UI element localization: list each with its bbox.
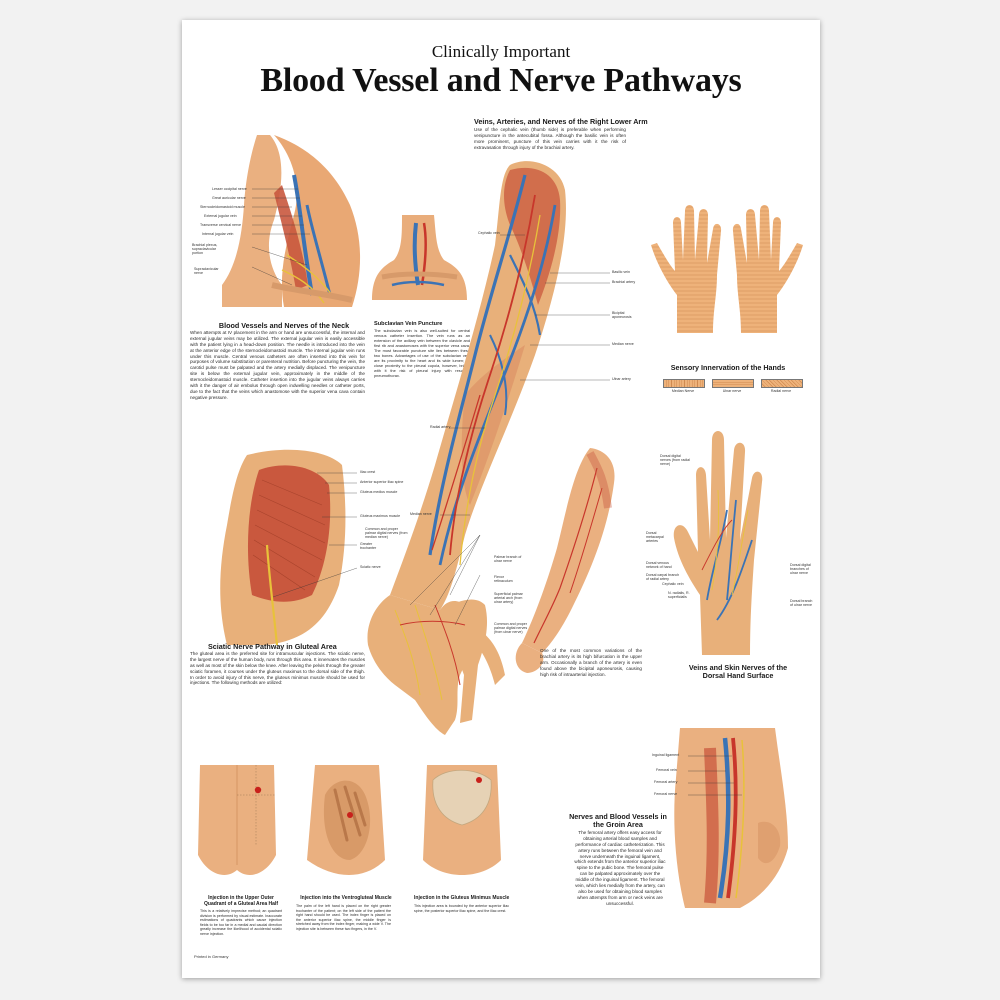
neck-label-5: Transverse cervical nerve <box>200 223 242 227</box>
neck-label-3: Sternocleidomastoid muscle <box>200 205 245 209</box>
dorsal-hand-illustration <box>673 431 763 655</box>
injection-3-text: This injection area is bounded by the an… <box>414 904 509 913</box>
brachial-note-text: One of the most common variations of the… <box>540 648 642 677</box>
subclavian-text: The subclavian vein is also well-suited … <box>374 328 470 378</box>
neck-label-7: Brachial plexus, supraclavicular portion <box>192 243 218 255</box>
dorsal-title: Veins and Skin Nerves of the Dorsal Hand… <box>688 663 788 681</box>
forearm-label-cephalic: Cephalic vein <box>478 231 500 235</box>
groin-text: The femoral artery offers easy access fo… <box>574 830 666 906</box>
gluteal-label-2: Anterior superior iliac spine <box>360 480 404 484</box>
gluteal-label-5: Greater trochanter <box>360 542 377 550</box>
neck-text: When attempts at IV placement in the arm… <box>190 330 365 400</box>
legend-radial-label: Radial nerve <box>770 389 792 393</box>
groin-illustration <box>674 728 788 908</box>
dorsal-label-5: Cephalic vein <box>662 582 684 586</box>
gluteal-title: Sciatic Nerve Pathway in Gluteal Area <box>208 642 337 651</box>
forearm-label-palmar-ulnar: Palmar branch of ulnar nerve <box>494 555 522 563</box>
neck-label-1: Lesser occipital nerve <box>212 187 247 191</box>
injection-3-illustration <box>423 765 501 875</box>
poster-title: Blood Vessel and Nerve Pathways <box>260 62 742 99</box>
groin-label-3: Femoral artery <box>654 780 678 784</box>
hands-title: Sensory Innervation of the Hands <box>670 363 786 372</box>
poster: Clinically Important Blood Vessel and Ne… <box>182 20 820 978</box>
neck-title: Blood Vessels and Nerves of the Neck <box>218 321 350 330</box>
gluteal-label-3: Gluteus medius muscle <box>360 490 398 494</box>
legend-median-label: Median Nerve <box>671 389 695 393</box>
legend-ulnar-label: Ulnar nerve <box>722 389 742 393</box>
forearm-title: Veins, Arteries, and Nerves of the Right… <box>474 117 648 126</box>
gluteal-label-4: Gluteus maximus muscle <box>360 514 401 518</box>
forearm-label-flexor: Flexor retinaculum <box>494 575 513 583</box>
legend-radial-swatch <box>761 379 803 388</box>
injection-1-title: Injection in the Upper Outer Quadrant of… <box>204 895 278 907</box>
injection-2-text: The palm of the left hand is placed on t… <box>296 904 391 931</box>
injection-1-text: This is a relatively imprecise method; a… <box>200 909 282 936</box>
forearm-label-median: Median nerve <box>612 342 634 346</box>
groin-label-2: Femoral vein <box>656 768 677 772</box>
groin-label-4: Femoral nerve <box>654 792 678 796</box>
forearm-label-radial-artery: Radial artery <box>430 425 451 429</box>
injection-3-title: Injection in the Gluteus Minimus Muscle <box>414 895 510 901</box>
legend-median-swatch <box>663 379 705 388</box>
dorsal-label-8: Dorsal branch of ulnar nerve <box>790 599 813 607</box>
forearm-label-bicipital: Bicipital aponeurosis <box>612 311 632 319</box>
forearm-label-median-2: Median nerve <box>410 512 432 516</box>
subclavian-illustration <box>372 215 467 300</box>
dorsal-label-3: Dorsal venous network of hand <box>646 561 672 569</box>
forearm-label-digital-ulnar: Common and proper palmar digital nerves … <box>494 622 528 634</box>
legend-ulnar-swatch <box>712 379 754 388</box>
neck-label-4: External jugular vein <box>204 214 237 218</box>
forearm-label-palmar-arch: Superficial palmar arterial arch (from u… <box>494 592 523 604</box>
forearm-label-digital-median: Common and proper palmar digital nerves … <box>365 527 408 539</box>
printed-in-germany: Printed in Germany <box>194 954 229 959</box>
gluteal-label-1: Iliac crest <box>360 470 376 474</box>
dorsal-label-7: Dorsal digital branches of ulnar nerve <box>790 563 811 575</box>
dorsal-label-6: N. radialis, R. superficialis <box>668 591 690 599</box>
gluteal-text: The gluteal area is the preferred site f… <box>190 651 365 686</box>
poster-eyebrow: Clinically Important <box>431 42 571 61</box>
groin-title: Nerves and Blood Vessels in the Groin Ar… <box>569 812 667 830</box>
injection-2-illustration <box>307 765 385 875</box>
neck-label-8: Supraclavicular nerve <box>194 267 219 275</box>
forearm-illustration <box>367 161 610 735</box>
dorsal-label-4: Dorsal carpal branch of radial artery <box>646 573 680 581</box>
injection-1-illustration <box>198 765 276 875</box>
injection-2-title: Injection into the Ventrogluteal Muscle <box>300 895 392 901</box>
dorsal-label-1: Dorsal digital nerves (from radial nerve… <box>660 454 690 466</box>
forearm-label-basilic: Basilic vein <box>612 270 630 274</box>
forearm-label-ulnar-artery: Ulnar artery <box>612 377 631 381</box>
brachial-variant-illustration <box>515 448 615 673</box>
gluteal-label-6: Sciatic nerve <box>360 565 381 569</box>
groin-label-1: Inguinal ligament <box>652 753 680 757</box>
neck-label-6: Internal jugular vein <box>202 232 234 236</box>
forearm-label-brachial: Brachial artery <box>612 280 636 284</box>
subclavian-title: Subclavian Vein Puncture <box>374 321 443 327</box>
sensory-hands-illustration <box>651 205 803 333</box>
neck-label-2: Great auricular nerve <box>212 196 246 200</box>
dorsal-label-2: Dorsal metacarpal arteries <box>646 531 664 543</box>
neck-illustration <box>222 135 361 307</box>
gluteal-illustration <box>220 449 358 646</box>
forearm-text: Use of the cephalic vein (thumb side) is… <box>474 127 626 150</box>
